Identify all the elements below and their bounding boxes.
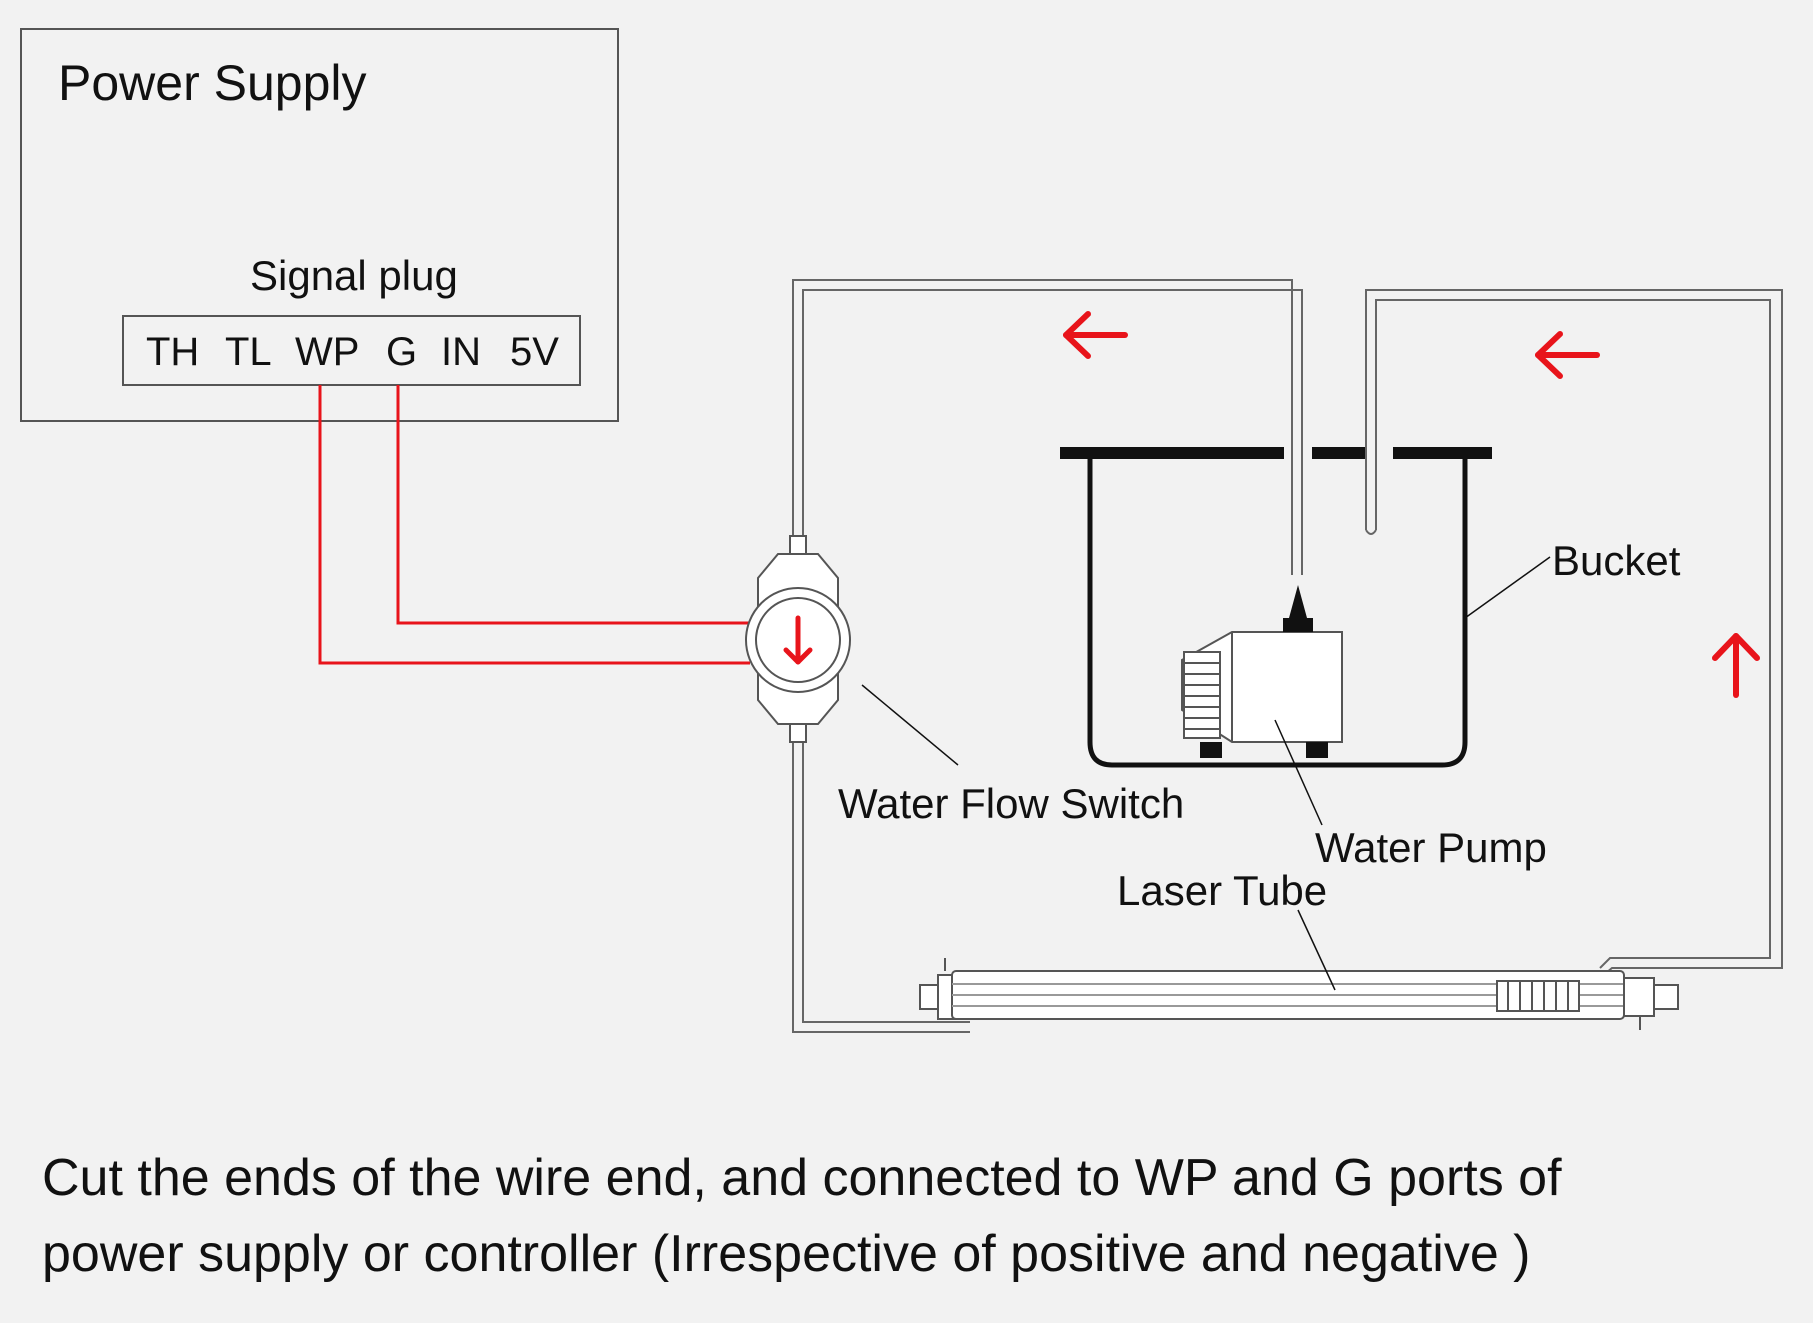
terminal-in: IN bbox=[441, 330, 481, 374]
terminal-tl: TL bbox=[225, 330, 272, 374]
flow-arrow-up bbox=[1712, 633, 1760, 698]
power-supply-box: Power Supply Signal plug TH TL WP G IN 5… bbox=[20, 28, 619, 422]
caption-line-1: Cut the ends of the wire end, and connec… bbox=[42, 1149, 1562, 1207]
flow-arrows bbox=[1063, 311, 1760, 698]
leader-lines bbox=[861, 556, 1551, 991]
water-flow-switch-label: Water Flow Switch bbox=[838, 780, 1184, 827]
leader-bucket bbox=[1464, 556, 1551, 619]
laser-tube bbox=[919, 958, 1679, 1030]
water-pump-label: Water Pump bbox=[1315, 824, 1547, 871]
water-pipes bbox=[792, 279, 1783, 1033]
leader-water-pump bbox=[1274, 719, 1323, 826]
signal-plug-label: Signal plug bbox=[250, 252, 458, 299]
wire-wp bbox=[318, 385, 750, 665]
caption-line-2: power supply or controller (Irrespective… bbox=[42, 1225, 1531, 1283]
flow-arrow-left-2 bbox=[1535, 331, 1600, 379]
leader-water-flow-switch bbox=[861, 684, 959, 766]
terminal-wp: WP bbox=[295, 330, 359, 374]
power-supply-title: Power Supply bbox=[58, 55, 367, 111]
wire-g bbox=[396, 385, 750, 625]
signal-wires bbox=[318, 385, 750, 665]
water-pump bbox=[1181, 585, 1343, 758]
flow-switch-arrow-icon bbox=[783, 615, 813, 665]
flow-arrow-left-1 bbox=[1063, 311, 1128, 359]
leader-laser-tube bbox=[1297, 909, 1336, 991]
terminal-g: G bbox=[386, 330, 417, 374]
pipe-tube-to-bucket bbox=[1375, 299, 1771, 969]
pipe-pump-to-switch bbox=[792, 279, 1293, 575]
terminal-5v: 5V bbox=[510, 330, 559, 374]
laser-tube-coil-icon bbox=[1496, 980, 1580, 1012]
laser-tube-label: Laser Tube bbox=[1117, 867, 1327, 914]
pipe-switch-to-tube bbox=[792, 725, 970, 1033]
terminal-th: TH bbox=[146, 330, 199, 374]
signal-plug-connector bbox=[122, 315, 581, 386]
caption: Cut the ends of the wire end, and connec… bbox=[42, 1140, 1782, 1292]
bucket-label: Bucket bbox=[1552, 537, 1681, 584]
bucket bbox=[1060, 447, 1492, 768]
pump-vent-icon bbox=[1183, 651, 1221, 739]
